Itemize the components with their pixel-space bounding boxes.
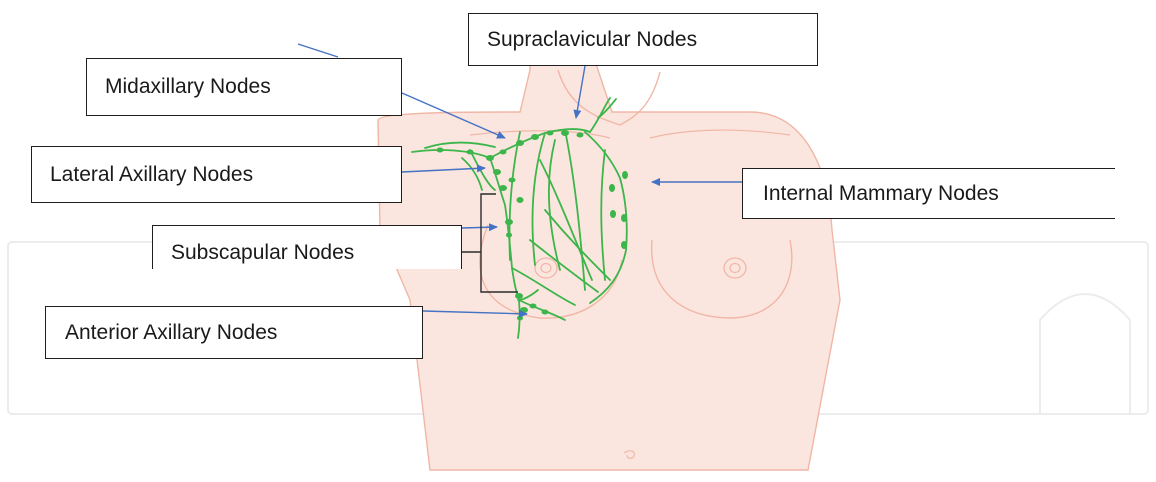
subscapular-nodes-text: Subscapular Nodes [171,241,354,265]
supraclavicular-nodes-text: Supraclavicular Nodes [487,28,697,52]
midaxillary-nodes-label: Midaxillary Nodes [86,58,402,116]
arrow-subscapular [462,227,497,228]
supraclavicular-nodes-label: Supraclavicular Nodes [468,13,818,66]
subscapular-nodes-label: Subscapular Nodes [152,225,462,269]
internal-mammary-nodes-text: Internal Mammary Nodes [763,182,999,206]
midaxillary-nodes-text: Midaxillary Nodes [105,75,271,99]
lateral-axillary-nodes-text: Lateral Axillary Nodes [50,163,253,187]
anterior-axillary-nodes-label: Anterior Axillary Nodes [45,306,423,359]
anterior-axillary-nodes-text: Anterior Axillary Nodes [65,321,277,345]
lateral-axillary-nodes-label: Lateral Axillary Nodes [31,146,402,203]
internal-mammary-nodes-label: Internal Mammary Nodes [742,168,1115,219]
